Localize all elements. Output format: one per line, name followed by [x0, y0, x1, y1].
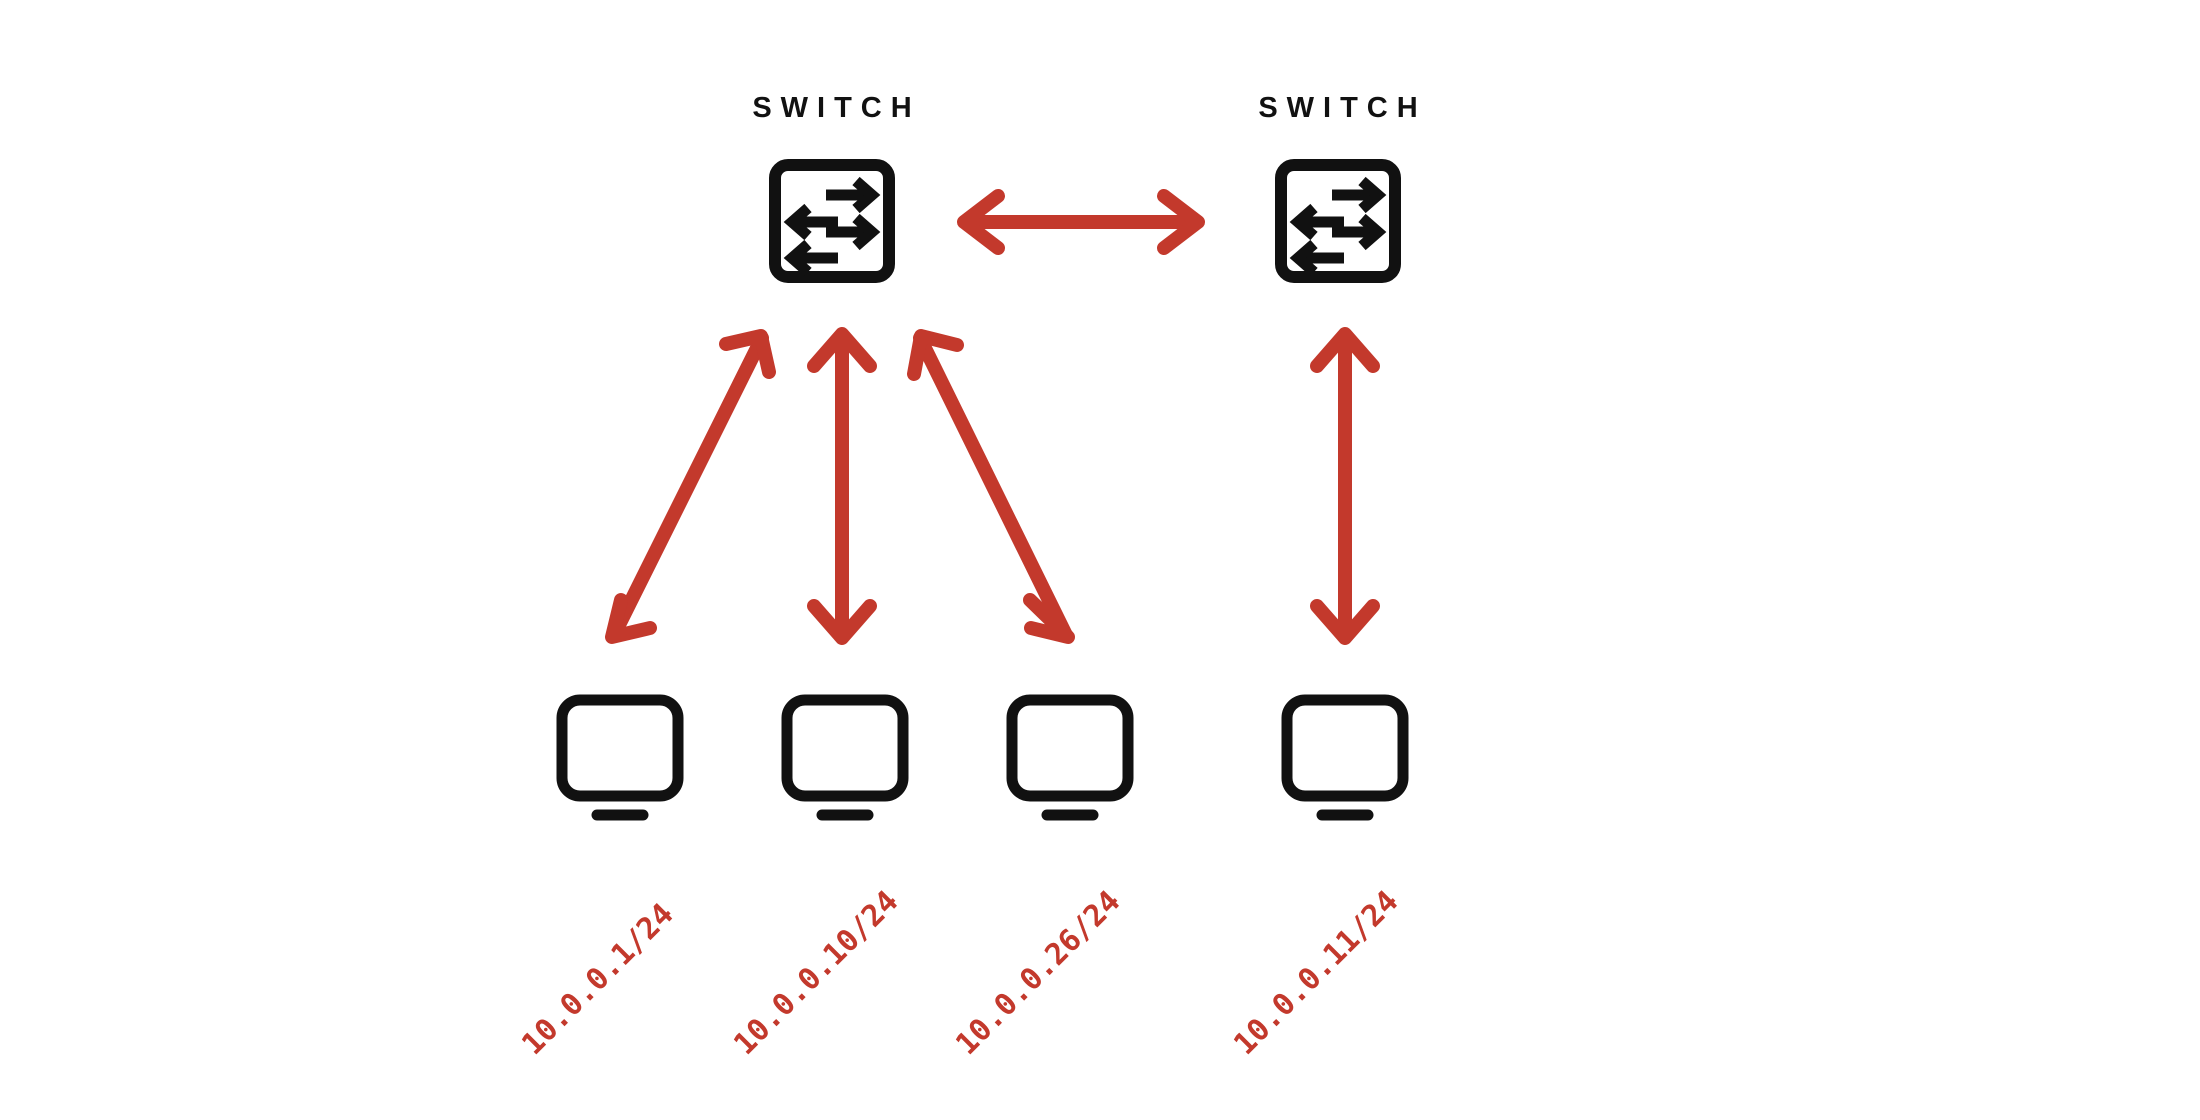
link-switch-left-host-1-arrow	[605, 329, 776, 644]
switch-icon-arrow-right-top	[826, 176, 881, 214]
monitor-icon[interactable]	[1281, 694, 1409, 821]
monitor-icon[interactable]	[781, 694, 909, 821]
switch-icon-arrow-right-top	[1332, 176, 1387, 214]
switch-icon-arrow-right-bottom	[826, 213, 881, 251]
switch-icon[interactable]	[1275, 159, 1401, 283]
switch-right-title: SWITCH	[1258, 92, 1427, 124]
switch-icon-arrow-left-top	[783, 203, 838, 241]
link-switch-left-host-2-arrow	[807, 327, 877, 645]
monitor-icon-screen	[781, 694, 909, 802]
link-switch-left-host-3-arrow	[907, 329, 1075, 644]
switch-icon-arrow-left-top	[1289, 203, 1344, 241]
switch-left-title: SWITCH	[752, 92, 921, 124]
monitor-icon-screen	[556, 694, 684, 802]
switch-icon-arrow-left-bottom	[1289, 239, 1344, 277]
monitor-icon[interactable]	[1006, 694, 1134, 821]
switch-icon-arrow-right-bottom	[1332, 213, 1387, 251]
link-switch-right-host-4-arrow	[1310, 327, 1380, 645]
monitor-icon-screen	[1281, 694, 1409, 802]
monitor-icon-screen	[1006, 694, 1134, 802]
switch-icon[interactable]	[769, 159, 895, 283]
monitor-icon[interactable]	[556, 694, 684, 821]
switch-icon-arrow-left-bottom	[783, 239, 838, 277]
link-switch-to-switch-arrow	[957, 189, 1205, 255]
